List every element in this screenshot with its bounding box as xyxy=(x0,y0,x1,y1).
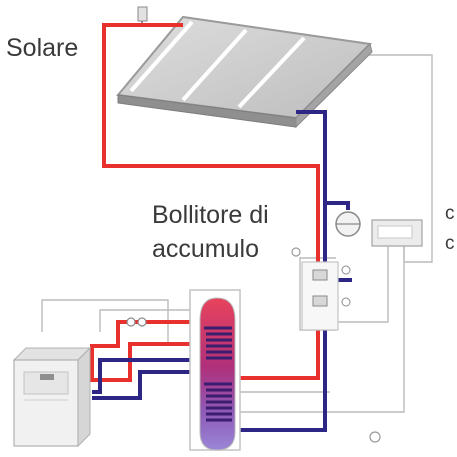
tank-heat-exchanger-upper xyxy=(204,326,232,360)
sensor-icons xyxy=(291,247,381,443)
edge-label-c-top: c xyxy=(445,203,455,224)
edge-label-c-bottom: c xyxy=(445,233,455,254)
boiler xyxy=(12,346,92,448)
solar-collector xyxy=(116,15,373,129)
storage-tank xyxy=(189,289,241,451)
solar-controller xyxy=(371,219,423,247)
expansion-vessel xyxy=(335,211,361,237)
tank-label-line2: accumulo xyxy=(152,235,259,263)
valve-icon xyxy=(126,317,147,327)
pump-station xyxy=(301,261,351,331)
tank-label-line1: Bollitore di xyxy=(152,201,269,229)
tank-heat-exchanger-lower xyxy=(204,382,232,422)
solar-label: Solare xyxy=(6,34,79,62)
